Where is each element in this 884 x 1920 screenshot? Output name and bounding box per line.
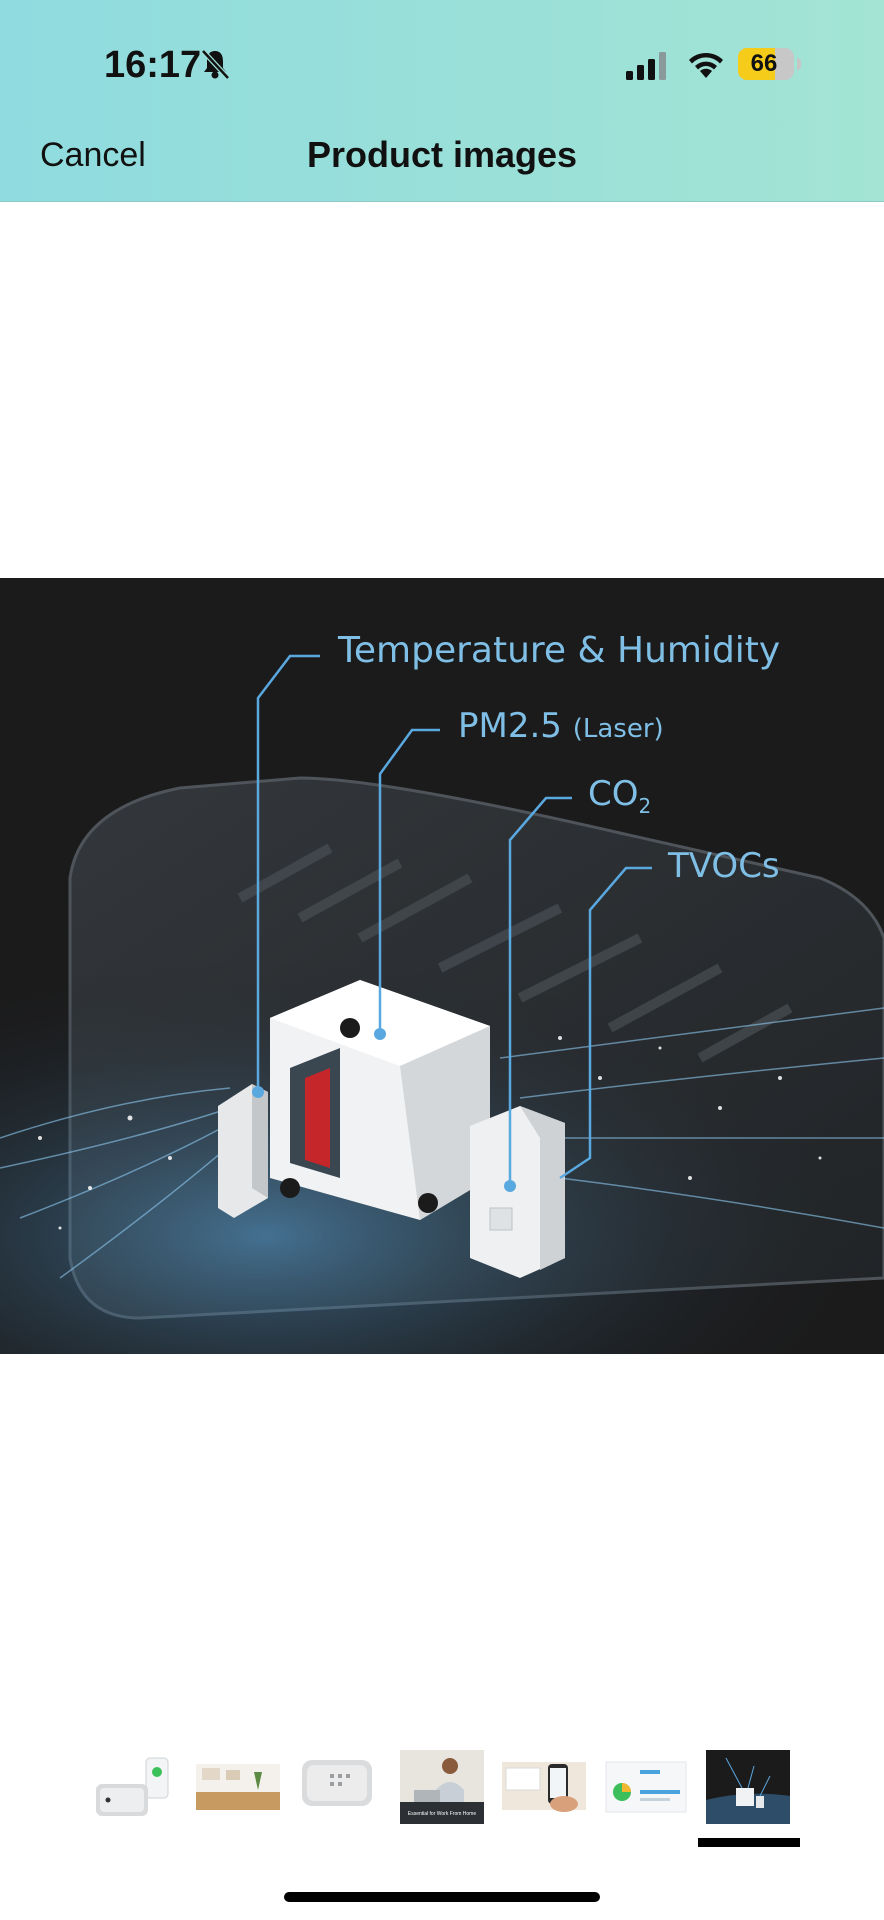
thumbnail-5[interactable]	[502, 1750, 586, 1824]
thumbnail-2[interactable]	[196, 1750, 280, 1824]
product-image-main[interactable]: Temperature & Humidity PM2.5 (Laser) CO2…	[0, 578, 884, 1354]
label-tvocs: TVOCs	[668, 846, 780, 886]
header-bar: 16:17 66 Cancel Product images	[0, 0, 884, 202]
thumbnail-strip: Essential for Work From Home	[0, 1750, 884, 1830]
thumb-phone-hand	[502, 1750, 586, 1824]
label-co2: CO2	[588, 774, 651, 818]
wifi-icon	[689, 52, 723, 78]
label-co2-text: CO	[588, 774, 639, 814]
battery-cap	[797, 58, 801, 70]
thumb-work-from-home: Essential for Work From Home	[400, 1750, 484, 1824]
thumbnail-6[interactable]	[604, 1750, 688, 1824]
page-title: Product images	[306, 134, 578, 175]
thumb-sensors	[706, 1750, 790, 1824]
label-pm25-note: (Laser)	[572, 714, 664, 744]
battery-icon: 66	[738, 48, 794, 80]
label-co2-subscript: 2	[638, 793, 652, 818]
thumb-caption: Essential for Work From Home	[408, 1811, 476, 1817]
cellular-signal-icon	[626, 52, 666, 80]
label-temperature-humidity: Temperature & Humidity	[338, 630, 781, 671]
label-pm25-text: PM2.5	[458, 706, 562, 746]
thumbnail-4[interactable]: Essential for Work From Home	[400, 1750, 484, 1824]
thumb-device-front	[298, 1750, 382, 1824]
bell-slash-icon	[201, 49, 230, 80]
battery-fill	[738, 48, 775, 80]
thumb-room-shelf	[196, 1750, 280, 1824]
battery-percentage: 66	[750, 50, 778, 77]
home-indicator[interactable]	[284, 1892, 600, 1902]
thumb-app-dashboard	[604, 1750, 688, 1824]
selected-thumbnail-indicator	[698, 1838, 800, 1847]
label-pm25: PM2.5 (Laser)	[458, 706, 664, 746]
thumb-device-app	[94, 1750, 178, 1824]
sensor-illustration	[0, 654, 884, 1354]
cancel-button[interactable]: Cancel	[40, 136, 146, 174]
thumbnail-1[interactable]	[94, 1750, 178, 1824]
status-time: 16:17	[104, 44, 202, 86]
thumbnail-3[interactable]	[298, 1750, 382, 1824]
thumbnail-7[interactable]	[706, 1750, 790, 1824]
